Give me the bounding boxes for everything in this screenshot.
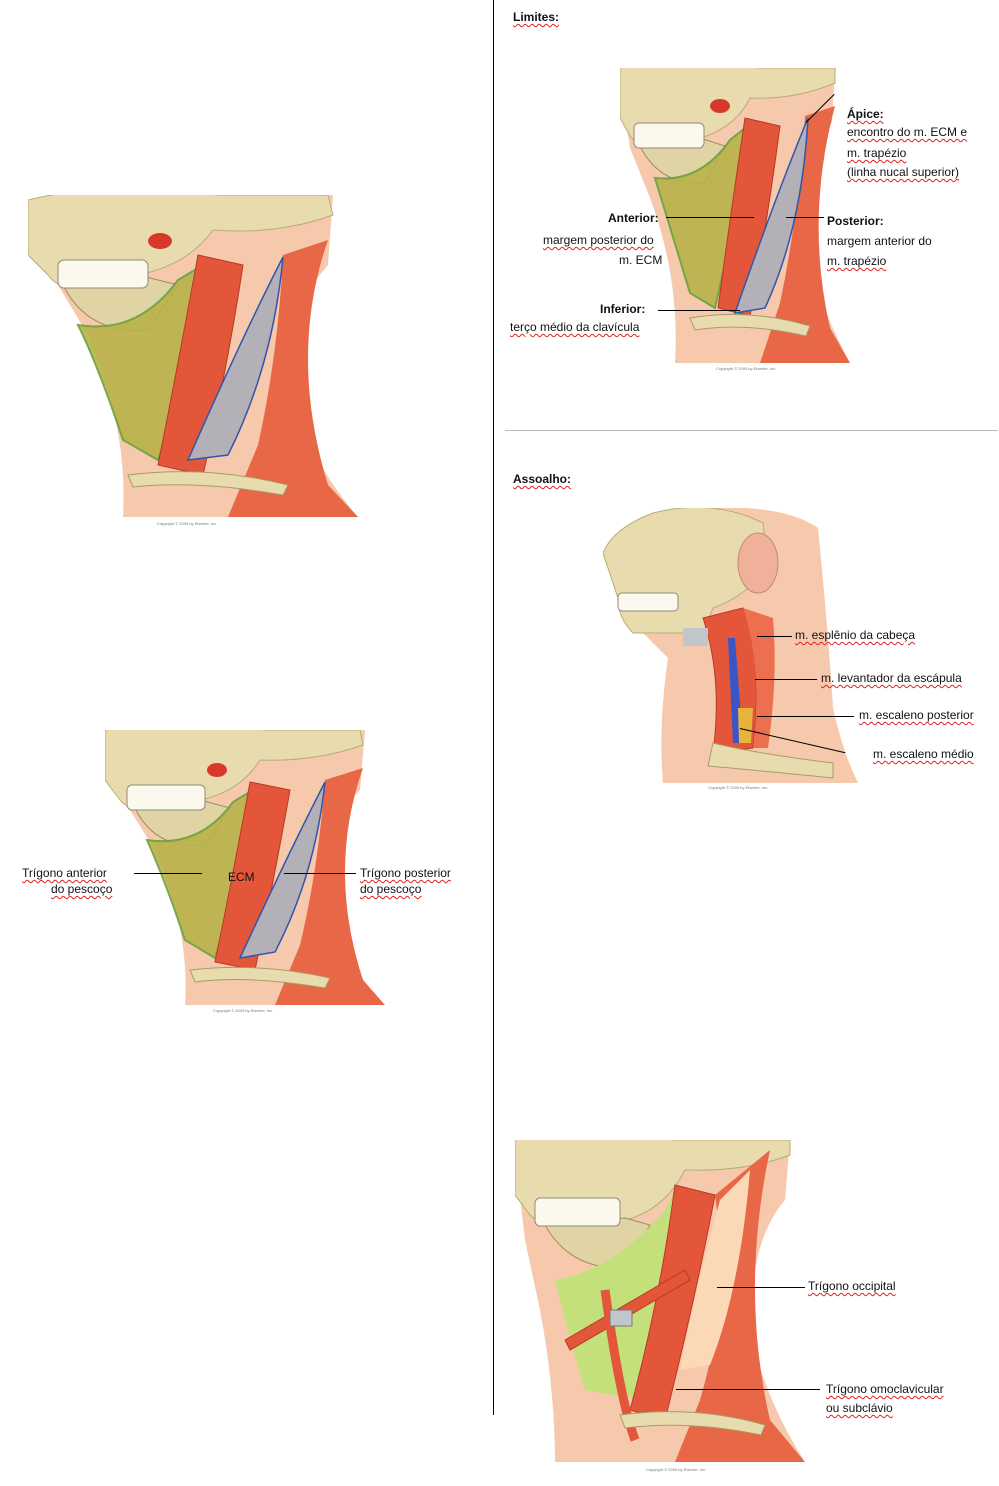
leader-line xyxy=(755,679,817,680)
leader-line xyxy=(658,310,740,311)
levantador-label: m. levantador da escápula xyxy=(821,671,962,685)
anterior-line1: margem posterior do xyxy=(543,233,654,247)
copyright-text: Copyright © 2005 by Elsevier, Inc. xyxy=(708,785,769,790)
copyright-text: Copyright © 2005 by Elsevier, Inc. xyxy=(213,1008,274,1013)
anterior-triangle-label-line2: do pescoço xyxy=(51,882,113,896)
apice-title: Ápice: xyxy=(847,107,884,121)
trigono-subclavio-label: ou subclávio xyxy=(826,1401,893,1415)
ecm-label: ECM xyxy=(228,870,255,884)
neck-illustration-assoalho xyxy=(603,508,858,783)
trigono-omoclavicular-label: Trígono omoclavicular xyxy=(826,1382,944,1396)
leader-line xyxy=(676,1389,820,1390)
neck-illustration-2 xyxy=(105,730,385,1005)
heading-assoalho: Assoalho: xyxy=(513,472,572,486)
anterior-title: Anterior: xyxy=(608,211,659,225)
posterior-line2: m. trapézio xyxy=(827,254,887,268)
leader-line xyxy=(284,873,356,874)
inferior-title: Inferior: xyxy=(600,302,646,316)
apice-line3: (linha nucal superior) xyxy=(847,165,960,179)
posterior-triangle-label-line2: do pescoço xyxy=(360,882,422,896)
anterior-line2: m. ECM xyxy=(619,253,663,267)
leader-line xyxy=(757,716,854,717)
escaleno-posterior-label: m. escaleno posterior xyxy=(859,708,974,722)
esplenio-label: m. esplênio da cabeça xyxy=(795,628,916,642)
posterior-title: Posterior: xyxy=(827,214,884,228)
neck-illustration-limites xyxy=(620,68,850,363)
copyright-text: Copyright © 2005 by Elsevier, Inc. xyxy=(716,366,777,371)
posterior-line1: margem anterior do xyxy=(827,234,932,248)
heading-limites: Limites: xyxy=(513,10,560,24)
leader-line xyxy=(666,217,754,218)
posterior-triangle-label: Trígono posterior xyxy=(360,866,451,880)
inferior-line1: terço médio da clavícula xyxy=(510,320,640,334)
trigono-occipital-label: Trígono occipital xyxy=(808,1279,896,1293)
anterior-triangle-label: Trígono anterior xyxy=(22,866,107,880)
leader-line xyxy=(717,1287,805,1288)
horizontal-section-divider xyxy=(505,430,998,431)
leader-line xyxy=(786,217,824,218)
apice-line1: encontro do m. ECM e xyxy=(847,125,968,139)
copyright-text: Copyright © 2005 by Elsevier, Inc. xyxy=(157,521,218,526)
leader-line xyxy=(757,636,792,637)
neck-illustration-1 xyxy=(28,195,358,517)
neck-illustration-subdivisao xyxy=(515,1140,805,1462)
copyright-text: Copyright © 2005 by Elsevier, Inc. xyxy=(646,1467,707,1472)
leader-line xyxy=(134,873,202,874)
vertical-column-divider xyxy=(493,0,494,1415)
escaleno-medio-label: m. escaleno médio xyxy=(873,747,974,761)
apice-line2: m. trapézio xyxy=(847,146,907,160)
